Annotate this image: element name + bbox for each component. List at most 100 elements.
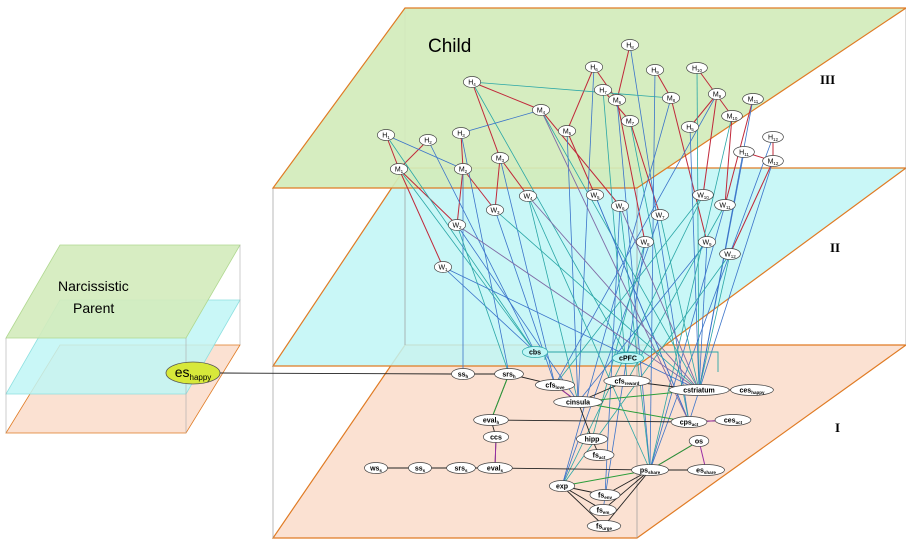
node-H10: H10	[686, 62, 708, 74]
node-sss: sss	[408, 462, 432, 474]
node-sub-M6: 6	[619, 100, 622, 105]
edge-M8-W9	[670, 97, 708, 243]
edge-H10-cstriatum	[696, 67, 700, 391]
node-ellipse-srsh	[494, 368, 524, 380]
edge-H2-cbs	[427, 139, 536, 353]
node-base-M11: M	[748, 96, 754, 103]
cpfc-bracket	[544, 351, 719, 372]
node-H3: H3	[452, 127, 470, 139]
child-title: Child	[428, 36, 471, 57]
node-sub-cesact: act	[736, 420, 743, 425]
node-label-H4: H4	[468, 79, 476, 87]
node-label-M4: M4	[537, 107, 546, 115]
node-ellipse-H8	[621, 39, 639, 51]
node-cinsula: cinsula	[553, 396, 603, 408]
node-label-W9: W9	[702, 239, 712, 247]
edge-M7-cpsact	[629, 120, 690, 423]
node-sub-W9: 9	[709, 242, 712, 247]
node-ellipse-H9	[646, 64, 664, 76]
node-base-cfsreward: cfs	[615, 378, 625, 385]
node-W2: W2	[448, 219, 466, 231]
node-base-M8: M	[667, 95, 673, 102]
node-W12: W12	[719, 248, 741, 260]
node-sub-H1: 1	[387, 135, 390, 140]
node-base-W5: W	[590, 192, 597, 199]
edge-W6-fsenv	[604, 205, 621, 496]
node-sub-M11: 11	[754, 99, 759, 104]
node-sub-H6: 6	[595, 67, 598, 72]
node-label-evals: evals	[487, 465, 504, 473]
node-sub-W5: 5	[597, 195, 600, 200]
node-base-cPFC: cPFC	[619, 355, 637, 362]
edge-H6-M5	[566, 66, 595, 132]
edge-H1-M2	[385, 134, 464, 170]
node-ellipse-M10	[721, 110, 743, 122]
node-label-H6: H6	[590, 64, 598, 72]
node-ellipse-M2	[454, 163, 472, 175]
node-ellipse-M12	[762, 155, 784, 167]
node-label-cstriatum: cstriatum	[683, 387, 715, 394]
node-base-H11: H	[739, 149, 744, 156]
node-W6: W6	[611, 200, 629, 212]
level-label-I: I	[835, 420, 840, 435]
node-ellipse-W1	[434, 261, 452, 273]
node-fsact: fsact	[583, 449, 615, 461]
node-M12: M12	[762, 155, 784, 167]
node-base-W2: W	[452, 222, 459, 229]
node-ellipse-wss	[364, 462, 388, 474]
node-base-H9: H	[651, 67, 656, 74]
node-H1: H1	[377, 129, 395, 141]
node-M2: M2	[454, 163, 472, 175]
node-base-psshare: ps	[640, 467, 648, 474]
node-label-fsact: fsact	[593, 452, 606, 460]
node-ellipse-cPFC	[612, 352, 644, 364]
level-label-III: III	[820, 72, 835, 87]
node-base-H3: H	[457, 130, 462, 137]
node-base-fsem: fs	[597, 507, 603, 514]
node-sub-cpsact: act	[692, 422, 699, 427]
node-cpsact: cpsact	[670, 416, 708, 428]
node-base-W10: W	[697, 192, 704, 199]
node-ellipse-M1	[390, 163, 408, 175]
node-base-W9: W	[702, 239, 709, 246]
node-ellipse-hipp	[576, 433, 608, 445]
edge-M3-W4	[499, 157, 529, 197]
edge-evalh-srsh	[490, 373, 510, 421]
node-ellipse-cinsula	[553, 396, 603, 408]
node-label-M9: M9	[713, 91, 722, 99]
node-H2: H2	[419, 134, 437, 146]
node-sub-H11: 11	[744, 152, 749, 157]
node-sub-M7: 7	[632, 121, 635, 126]
node-H7: H7	[594, 84, 612, 96]
edge-M1-W1	[398, 168, 444, 268]
node-sub-ceshappy: happy	[751, 390, 765, 395]
node-sub-M5: 5	[569, 131, 572, 136]
node-W1: W1	[434, 261, 452, 273]
node-base-H7: H	[599, 87, 604, 94]
node-evalh: evalh	[473, 414, 509, 426]
node-label-M10: M10	[727, 113, 738, 121]
node-sub-W8: 8	[647, 242, 650, 247]
node-ellipse-cfsreward	[603, 375, 651, 387]
node-label-W2: W2	[452, 222, 462, 230]
node-label-cinsula: cinsula	[566, 399, 590, 406]
node-ellipse-cpsact	[670, 416, 708, 428]
parent-node-base: es	[175, 364, 190, 380]
node-base-cpsact: cps	[680, 419, 692, 426]
node-label-W4: W4	[523, 193, 533, 201]
parent-node-sub: happy	[190, 373, 212, 382]
node-H5: H5	[681, 121, 699, 133]
edge-H6-cinsula	[577, 66, 595, 403]
edge-M4-cstriatum	[540, 109, 700, 391]
node-ellipse-exp	[548, 480, 576, 492]
edge-H4-M8	[471, 81, 672, 99]
node-base-M3: M	[496, 155, 502, 162]
node-base-W4: W	[523, 193, 530, 200]
node-ssh: ssh	[451, 368, 475, 380]
edge-M1-W2	[398, 168, 458, 226]
edge-W1-cbs	[442, 266, 536, 353]
edge-W3-cstriatum	[494, 209, 700, 391]
node-ellipse-W3	[486, 204, 504, 216]
node-ellipse-H7	[594, 84, 612, 96]
edge-W6-psshare	[619, 205, 651, 471]
